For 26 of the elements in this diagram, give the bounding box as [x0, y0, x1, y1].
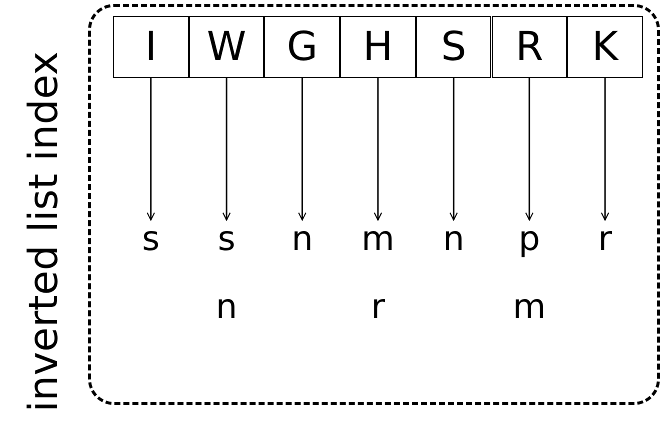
key-cell: H — [340, 16, 416, 78]
arrow — [298, 78, 306, 221]
arrow — [374, 78, 382, 221]
key-cell: W — [188, 16, 264, 78]
list-entry: r — [370, 290, 385, 324]
list-entry: s — [218, 222, 236, 256]
list-entry: p — [518, 222, 540, 256]
key-cell: K — [567, 16, 643, 78]
key-cell: R — [492, 16, 568, 78]
arrow — [450, 78, 458, 221]
list-entry: n — [291, 222, 314, 256]
arrow — [600, 78, 610, 221]
dashed-group-frame — [88, 4, 660, 405]
list-entry: r — [598, 222, 612, 256]
key-cell: G — [264, 16, 340, 78]
list-entry: m — [512, 290, 546, 324]
key-cell: S — [416, 16, 492, 78]
group-title: inverted list index — [24, 52, 64, 412]
list-entry: n — [442, 222, 464, 256]
arrow — [222, 78, 231, 221]
list-entry: m — [361, 222, 394, 256]
arrow — [525, 78, 534, 221]
key-cell: I — [113, 16, 189, 78]
list-entry: s — [142, 222, 160, 256]
arrow — [146, 78, 155, 221]
list-entry: n — [216, 290, 238, 324]
